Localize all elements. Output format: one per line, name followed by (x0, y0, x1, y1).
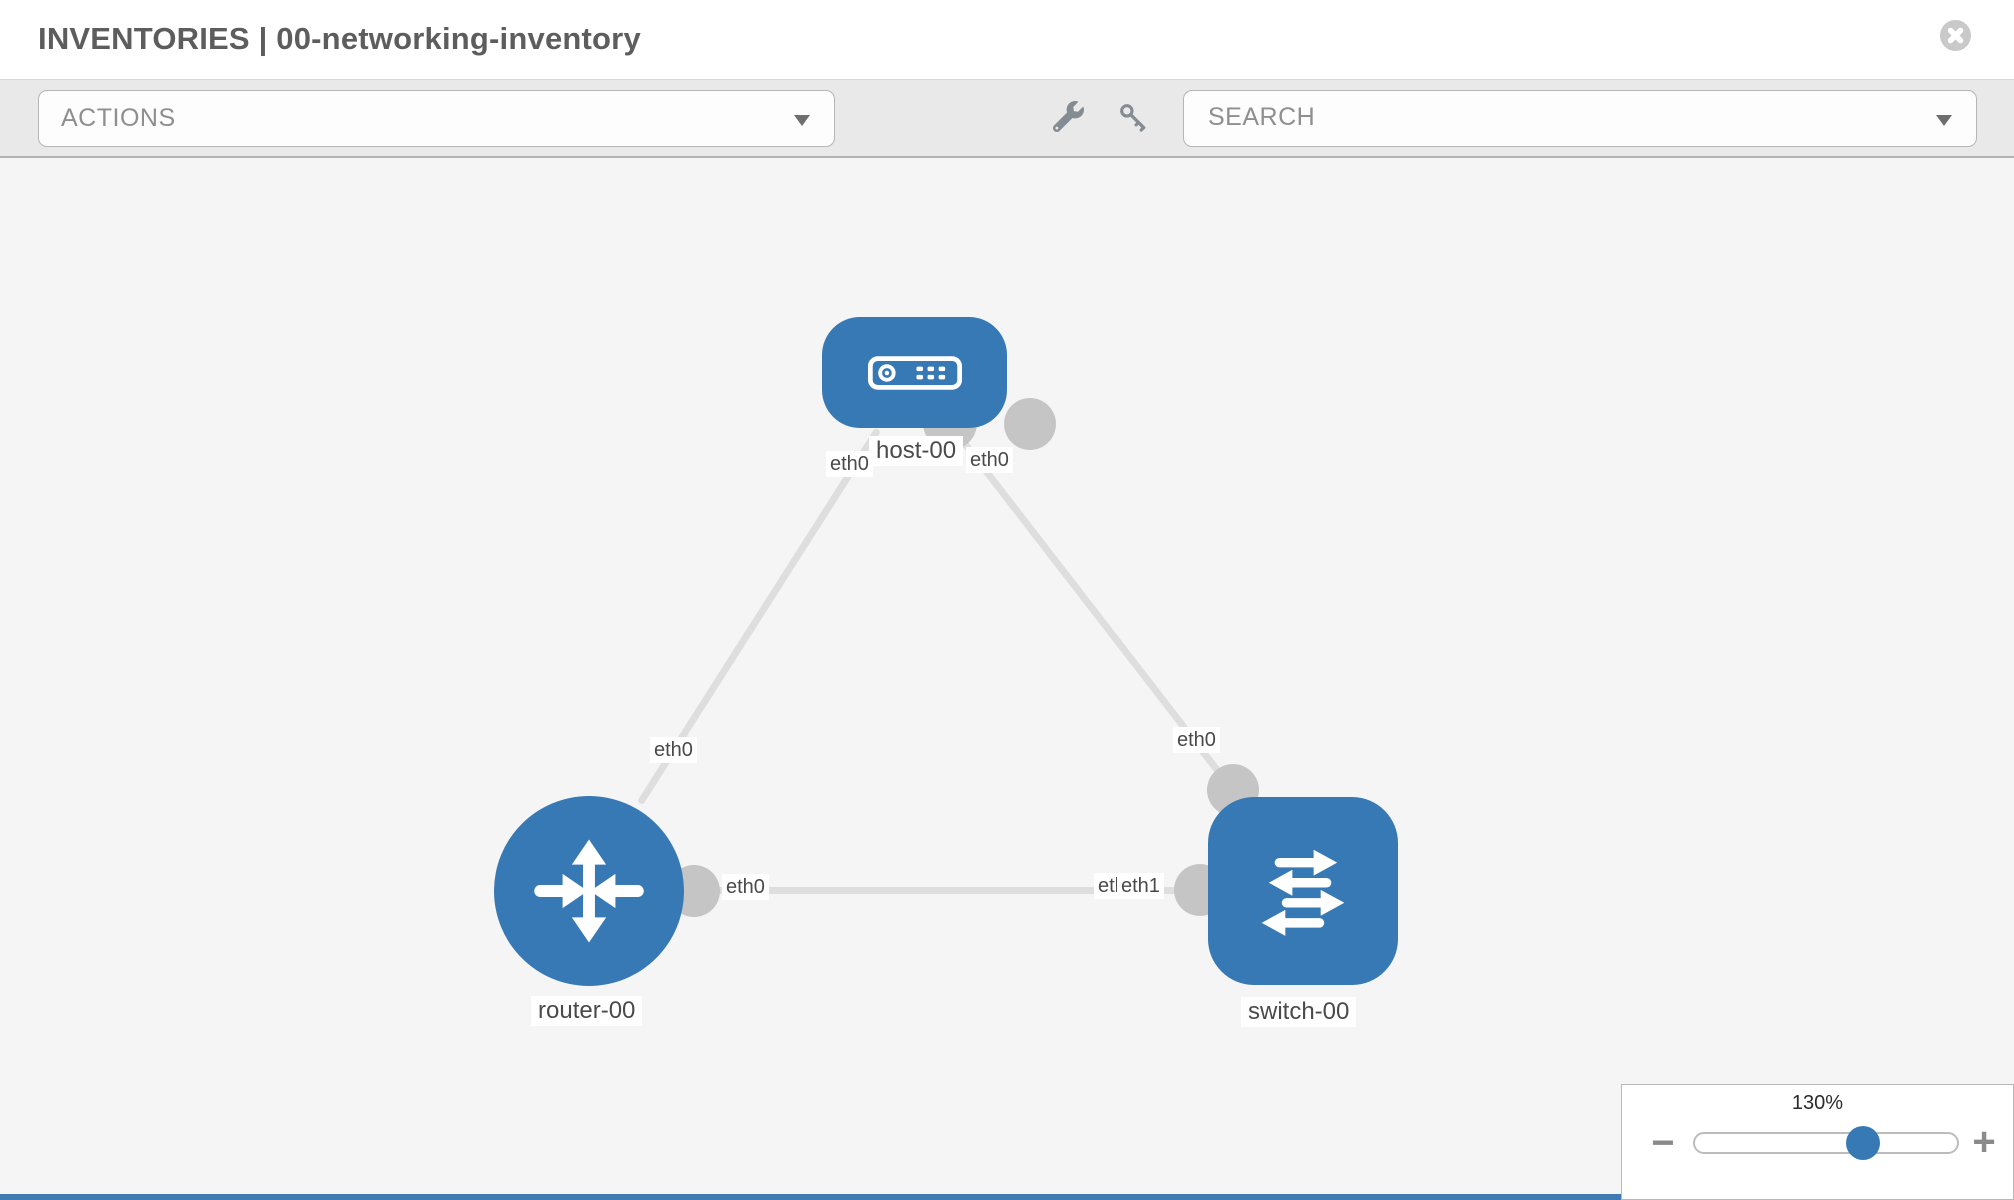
zoom-slider-track[interactable] (1693, 1126, 1959, 1160)
zoom-level: 130% (1791, 1092, 1844, 1114)
node-host-00[interactable] (822, 317, 1007, 428)
interface-label: eth1 (1117, 873, 1164, 899)
page-title: INVENTORIES | 00-networking-inventory (38, 21, 641, 56)
key-icon (1119, 103, 1145, 132)
close-button[interactable] (1940, 20, 1971, 51)
node-switch-00[interactable] (1208, 797, 1398, 985)
host-icon (867, 355, 962, 390)
close-icon (1947, 27, 1964, 44)
wrench-icon (1052, 100, 1084, 132)
zoom-slider-knob[interactable] (1846, 1126, 1880, 1160)
node-label-router-00: router-00 (531, 996, 643, 1026)
chevron-down-icon (794, 115, 810, 126)
interface-label: eth0 (1173, 727, 1220, 753)
interface-label: eth0 (650, 737, 697, 763)
zoom-in-button[interactable]: + (1966, 1120, 2002, 1164)
node-router-00[interactable] (494, 796, 684, 986)
window-header: INVENTORIES | 00-networking-inventory (0, 0, 2014, 80)
zoom-out-button[interactable]: − (1646, 1121, 1680, 1165)
zoom-panel: 130% − + (1621, 1084, 2014, 1200)
interface-label: eth0 (826, 451, 873, 477)
topology-toolbar: ACTIONS (0, 80, 2014, 158)
link-router-switch[interactable] (655, 887, 1215, 894)
minus-icon: − (1651, 1121, 1675, 1165)
router-icon (534, 839, 644, 943)
actions-dropdown-label: ACTIONS (61, 104, 176, 132)
configure-tools-button[interactable] (1046, 94, 1090, 138)
interface-endpoint (1004, 398, 1056, 450)
plus-icon: + (1972, 1120, 1996, 1164)
search-dropdown[interactable] (1183, 90, 1977, 147)
chevron-down-icon (1936, 115, 1952, 126)
switch-icon (1261, 849, 1345, 936)
interface-label: eth0 (722, 874, 769, 900)
actions-dropdown[interactable]: ACTIONS (38, 90, 835, 147)
topology-canvas[interactable]: eth0 eth0 eth0 eth0 eth0 eth0 eth1 host-… (0, 158, 2014, 1200)
credentials-button[interactable] (1110, 94, 1154, 138)
interface-label: eth0 (966, 447, 1013, 473)
node-label-host-00: host-00 (869, 436, 964, 466)
search-input[interactable] (1206, 102, 1890, 133)
node-label-switch-00: switch-00 (1241, 997, 1357, 1027)
window-bottom-edge (0, 1194, 1621, 1200)
